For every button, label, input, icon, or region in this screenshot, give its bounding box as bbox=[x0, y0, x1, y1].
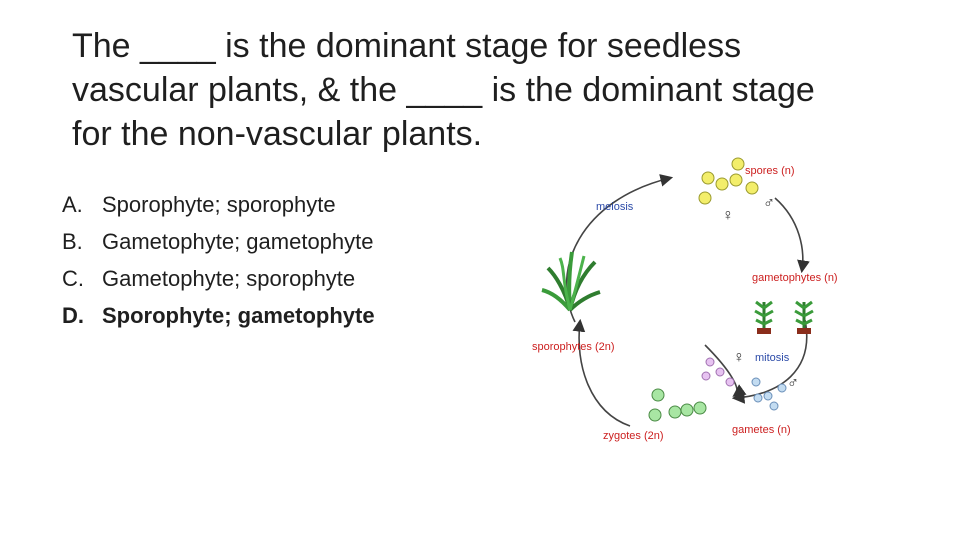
gamete-male bbox=[751, 377, 761, 387]
male-symbol-icon: ♂ bbox=[787, 375, 799, 392]
zygote bbox=[693, 401, 707, 415]
spore bbox=[729, 173, 743, 187]
gametes-label: gametes (n) bbox=[732, 424, 791, 436]
gamete-male bbox=[769, 401, 779, 411]
spores-cluster bbox=[698, 157, 759, 205]
gamete-female bbox=[705, 357, 715, 367]
question-line-2: vascular plants, & the ____ is the domin… bbox=[72, 71, 815, 109]
gamete-female bbox=[715, 367, 725, 377]
gametophytes-label: gametophytes (n) bbox=[752, 272, 838, 284]
option-text: Sporophyte; sporophyte bbox=[102, 192, 336, 217]
spore bbox=[701, 171, 715, 185]
option-a[interactable]: A. Sporophyte; sporophyte bbox=[62, 186, 375, 223]
gametophyte-plant-male-icon bbox=[794, 300, 814, 334]
gamete-female bbox=[701, 371, 711, 381]
answer-options: A. Sporophyte; sporophyte B. Gametophyte… bbox=[62, 186, 375, 334]
spore bbox=[731, 157, 745, 171]
zygote bbox=[680, 403, 694, 417]
spore bbox=[745, 181, 759, 195]
option-letter: D. bbox=[62, 303, 84, 328]
meiosis-label: meiosis bbox=[596, 201, 634, 213]
option-d[interactable]: D. Sporophyte; gametophyte bbox=[62, 297, 375, 334]
zygote bbox=[651, 388, 665, 402]
zygote bbox=[668, 405, 682, 419]
cycle-arrow-spores bbox=[774, 197, 810, 274]
gametophyte-plant-female-icon bbox=[754, 300, 774, 334]
option-text: Sporophyte; gametophyte bbox=[102, 303, 375, 328]
option-b[interactable]: B. Gametophyte; gametophyte bbox=[62, 223, 375, 260]
zygotes-label: zygotes (2n) bbox=[603, 430, 664, 442]
cycle-arrow-zygotes bbox=[572, 318, 631, 427]
female-symbol-icon: ♀ bbox=[722, 207, 734, 224]
female-symbol-icon: ♀ bbox=[733, 349, 745, 366]
option-c[interactable]: C. Gametophyte; sporophyte bbox=[62, 260, 375, 297]
mitosis-label: mitosis bbox=[755, 352, 790, 364]
question-line-1: The ____ is the dominant stage for seedl… bbox=[72, 27, 742, 65]
gamete-female bbox=[725, 377, 735, 387]
spore bbox=[698, 191, 712, 205]
spores-label: spores (n) bbox=[745, 165, 795, 177]
sporophyte-plant-icon bbox=[541, 251, 601, 312]
zygote bbox=[648, 408, 662, 422]
gametes-cluster bbox=[701, 357, 787, 411]
spore bbox=[715, 177, 729, 191]
male-symbol-icon: ♂ bbox=[763, 195, 775, 212]
sporophytes-label: sporophytes (2n) bbox=[532, 341, 615, 353]
option-letter: C. bbox=[62, 266, 84, 291]
question-line-3: for the non-vascular plants. bbox=[72, 115, 483, 153]
question-title: The ____ is the dominant stage for seedl… bbox=[72, 24, 892, 156]
zygotes-cluster bbox=[648, 388, 707, 422]
option-text: Gametophyte; sporophyte bbox=[102, 266, 356, 291]
gamete-male bbox=[777, 383, 787, 393]
option-letter: A. bbox=[62, 192, 83, 217]
option-letter: B. bbox=[62, 229, 83, 254]
cycle-arrow-gametes bbox=[731, 319, 808, 404]
option-text: Gametophyte; gametophyte bbox=[102, 229, 374, 254]
life-cycle-diagram: ♀ ♂ ♀ ♂ meiosis spores (n) gametophytes … bbox=[532, 157, 838, 442]
gamete-male bbox=[753, 393, 763, 403]
gamete-male bbox=[763, 391, 773, 401]
